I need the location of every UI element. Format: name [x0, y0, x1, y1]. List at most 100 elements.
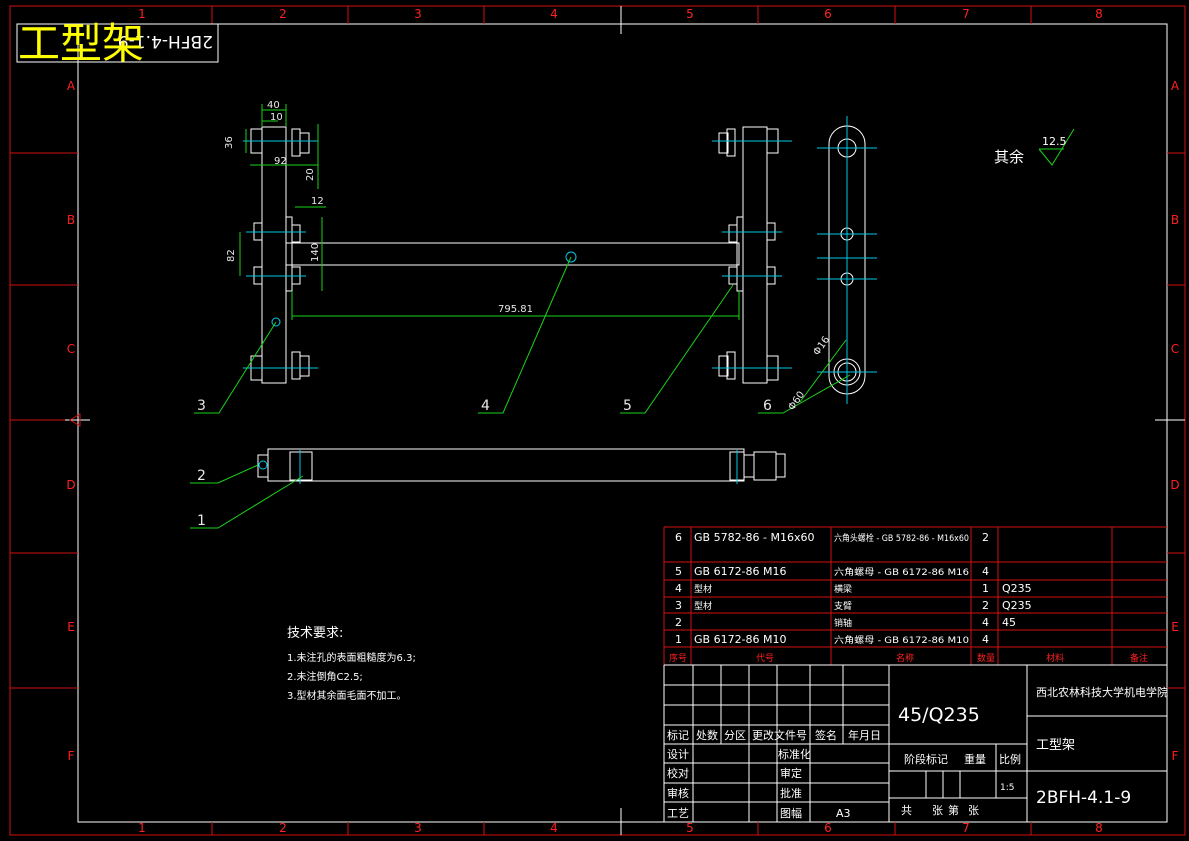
- col-label: 6: [824, 821, 832, 835]
- tech-line-3: 3.型材其余面毛面不加工。: [287, 689, 407, 702]
- dim-140: 140: [310, 243, 321, 262]
- dim-12: 12: [311, 196, 324, 207]
- row-label: B: [67, 213, 75, 227]
- dim-40: 40: [267, 100, 280, 111]
- row-label: C: [1171, 342, 1179, 356]
- bom-no: 6: [675, 531, 682, 544]
- bom-name: 六角头螺栓 - GB 5782-86 - M16x60: [834, 532, 969, 544]
- bom-no: 2: [675, 616, 682, 629]
- dim-10: 10: [270, 112, 283, 123]
- col-label: 7: [962, 7, 970, 21]
- col-label: 1: [138, 7, 146, 21]
- bom-qty: 4: [982, 616, 989, 629]
- balloon-5: 5: [623, 398, 632, 414]
- bom-header-name: 名称: [896, 652, 914, 664]
- bom-code: GB 5782-86 - M16x60: [694, 531, 814, 544]
- drawing-frame: [9, 5, 1186, 836]
- row-label: E: [67, 620, 75, 634]
- tb-label-ratio: 比例: [999, 752, 1021, 766]
- row-label: D: [66, 478, 75, 492]
- tb-label-approve: 批准: [780, 786, 802, 800]
- bom-header-qty: 数量: [977, 652, 995, 664]
- bom-no: 5: [675, 565, 682, 578]
- front-view: [243, 126, 792, 384]
- col-label: 8: [1095, 821, 1103, 835]
- row-label: A: [67, 79, 76, 93]
- balloon-2: 2: [197, 468, 206, 484]
- tb-label-sheet: 张: [968, 804, 979, 817]
- balloon-4: 4: [481, 398, 490, 414]
- tb-label-doc: 更改文件号: [752, 728, 807, 742]
- tb-label-review: 审定: [780, 766, 802, 780]
- bom-table: 6 GB 5782-86 - M16x60 六角头螺栓 - GB 5782-86…: [663, 526, 1167, 666]
- side-view: [817, 116, 877, 404]
- row-label: F: [68, 749, 75, 763]
- bom-no: 3: [675, 599, 682, 612]
- bom-code: GB 6172-86 M16: [694, 565, 787, 578]
- bom-name: 支臂: [834, 600, 852, 612]
- bom-code: GB 6172-86 M10: [694, 633, 787, 646]
- bom-name: 销轴: [834, 617, 852, 629]
- dimension-text: 40 10 36 92 20 12 82 140 795.81 Φ16 Φ60: [224, 100, 832, 413]
- stamp-title: 工型架: [18, 19, 144, 68]
- row-label: B: [1171, 213, 1179, 227]
- bom-header-material: 材料: [1046, 652, 1064, 664]
- col-label: 1: [138, 821, 146, 835]
- bom-qty: 2: [982, 599, 989, 612]
- tech-title: 技术要求:: [287, 626, 343, 641]
- col-label: 4: [550, 821, 558, 835]
- bom-no: 4: [675, 582, 682, 595]
- bom-code: 型材: [694, 583, 712, 595]
- bom-material: 45: [1002, 616, 1016, 629]
- mirrored-drawing-number: 2BFH-4.1-9: [118, 31, 213, 51]
- tb-label-process: 工艺: [667, 807, 689, 820]
- dimension-lines: [190, 104, 1075, 529]
- bom-name: 六角螺母 - GB 6172-86 M10: [834, 634, 969, 646]
- surface-finish-value: 12.5: [1042, 135, 1067, 148]
- bom-material: Q235: [1002, 599, 1032, 612]
- tb-sheet-size-value: A3: [836, 807, 851, 820]
- col-label: 2: [279, 821, 287, 835]
- bom-material: Q235: [1002, 582, 1032, 595]
- surface-finish-label: 其余: [994, 148, 1024, 166]
- row-label: C: [67, 342, 75, 356]
- row-label: D: [1170, 478, 1179, 492]
- dim-36: 36: [224, 136, 235, 149]
- bom-header-code: 代号: [756, 653, 774, 664]
- bom-header-remark: 备注: [1130, 652, 1148, 664]
- bom-qty: 1: [982, 582, 989, 595]
- tech-requirements: 技术要求: 1.未注孔的表面粗糙度为6.3; 2.未注倒角C2.5; 3.型材其…: [287, 626, 416, 702]
- col-label: 5: [686, 7, 694, 21]
- balloon-1: 1: [197, 513, 206, 529]
- tb-label-total: 共: [901, 804, 912, 817]
- col-label: 5: [686, 821, 694, 835]
- bom-header-no: 序号: [669, 652, 687, 664]
- balloon-6: 6: [763, 398, 772, 414]
- bom-qty: 4: [982, 565, 989, 578]
- bom-name: 六角螺母 - GB 6172-86 M16: [834, 566, 969, 578]
- bom-qty: 4: [982, 633, 989, 646]
- tb-label-standard: 标准化: [778, 747, 811, 761]
- dim-795: 795.81: [498, 304, 533, 315]
- tb-label-zone: 分区: [724, 729, 746, 742]
- tech-line-1: 1.未注孔的表面粗糙度为6.3;: [287, 651, 416, 664]
- dim-92: 92: [274, 156, 287, 167]
- dim-82: 82: [226, 249, 237, 262]
- col-label: 3: [414, 821, 422, 835]
- balloon-labels: 3 4 5 6 2 1: [197, 398, 772, 529]
- tech-line-2: 2.未注倒角C2.5;: [287, 670, 363, 683]
- tb-label-count: 处数: [696, 729, 718, 742]
- bom-name: 横梁: [834, 583, 852, 595]
- row-label: E: [1171, 620, 1179, 634]
- balloon-3: 3: [197, 398, 206, 414]
- tb-label-stage: 阶段标记: [904, 752, 948, 766]
- tb-scale: 1:5: [1000, 783, 1014, 793]
- title-stamp: 2BFH-4.1-9 工型架: [16, 19, 219, 68]
- title-block: 45/Q235 西北农林科技大学机电学院 工型架 2BFH-4.1-9 1:5 …: [663, 665, 1168, 822]
- tb-label-sheets: 张: [932, 804, 943, 817]
- tb-label-sign: 签名: [815, 728, 837, 742]
- surface-finish: 其余 12.5: [994, 135, 1067, 166]
- col-label: 8: [1095, 7, 1103, 21]
- tb-label-check: 校对: [667, 766, 689, 780]
